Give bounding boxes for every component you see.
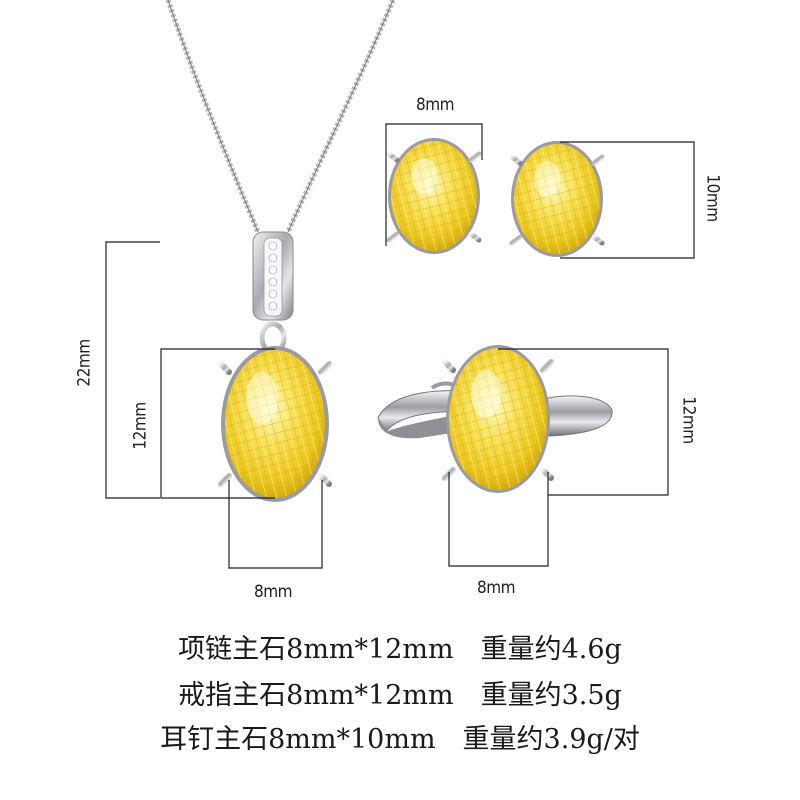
pendant-bail <box>252 231 294 355</box>
dimension-lines <box>105 123 695 569</box>
pendant-total-height-label: 22mm <box>74 339 95 387</box>
necklace-chain <box>165 0 396 234</box>
spec-earring: 耳钉主石8mm*10mm 重量约3.9g/对 <box>160 724 640 755</box>
ring-stone <box>442 345 554 493</box>
spec-necklace: 项链主石8mm*12mm 重量约4.6g <box>178 634 622 665</box>
pendant-stone-width-label: 8mm <box>254 582 293 602</box>
ring-stone-width-label: 8mm <box>477 578 516 598</box>
spec-ring: 戒指主石8mm*12mm 重量约3.5g <box>178 680 622 711</box>
earring-height-label: 10mm <box>702 174 723 222</box>
pendant-stone-height-label: 12mm <box>130 402 151 450</box>
ring-stone-height-label: 12mm <box>678 396 699 444</box>
earring-width-label: 8mm <box>416 95 455 115</box>
earring-right <box>509 141 605 257</box>
pendant-stone <box>218 346 332 502</box>
earring-left <box>386 138 482 254</box>
